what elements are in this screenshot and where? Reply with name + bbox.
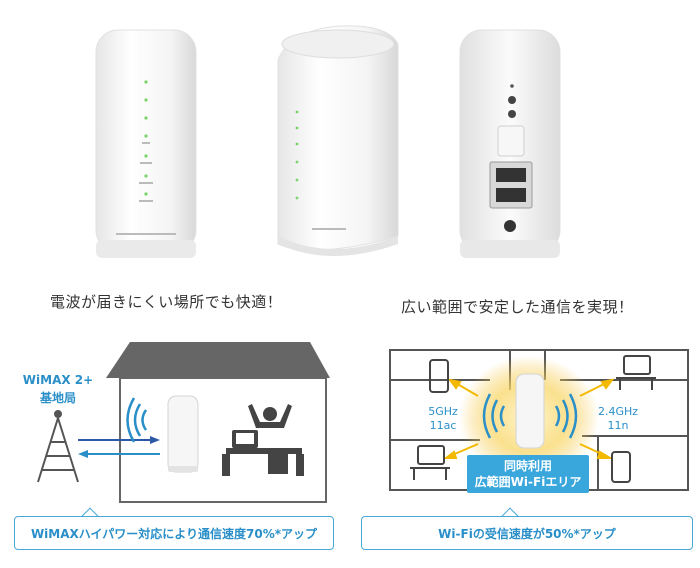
person-at-laptop-icon <box>222 404 304 476</box>
wifi-coverage-diagram <box>389 349 689 491</box>
callout-left: WiMAXハイパワー対応により通信速度70%*アップ <box>14 516 334 550</box>
freq-5ghz-standard: 11ac <box>429 419 457 432</box>
house-icon <box>106 342 330 503</box>
smartphone-icon <box>611 451 631 483</box>
headline-right: 広い範囲で安定した通信を実現！ <box>401 298 634 316</box>
wifi-area-line1: 同時利用 <box>503 459 552 473</box>
product-photos <box>95 25 561 258</box>
signal-arrows <box>78 436 160 458</box>
signal-waves-icon <box>482 393 578 439</box>
desktop-computer-icon <box>616 355 656 390</box>
base-station-subtitle: 基地局 <box>39 391 76 405</box>
base-station-title: WiMAX 2+ <box>22 373 94 387</box>
signal-waves-icon <box>126 397 148 443</box>
headline-left: 電波が届きにくい場所でも快適！ <box>50 293 283 311</box>
desktop-computer-icon <box>410 445 450 480</box>
router-front-icon <box>95 29 197 258</box>
freq-5ghz-label: 5GHz <box>428 405 458 418</box>
wifi-area-badge: 同時利用 広範囲Wi-Fiエリア <box>467 455 589 493</box>
callout-right: Wi-Fiの受信速度が50%*アップ <box>361 516 693 550</box>
router-front-icon <box>167 395 199 473</box>
antenna-tower-icon <box>37 410 79 483</box>
smartphone-icon <box>429 359 449 393</box>
freq-24ghz-label: 2.4GHz <box>597 405 639 418</box>
coverage-diagram <box>37 342 330 503</box>
freq-24ghz-standard: 11n <box>607 419 629 432</box>
router-back-icon <box>459 29 561 258</box>
router-angled-icon <box>277 25 399 256</box>
wifi-area-line2: 広範囲Wi-Fiエリア <box>474 475 582 489</box>
